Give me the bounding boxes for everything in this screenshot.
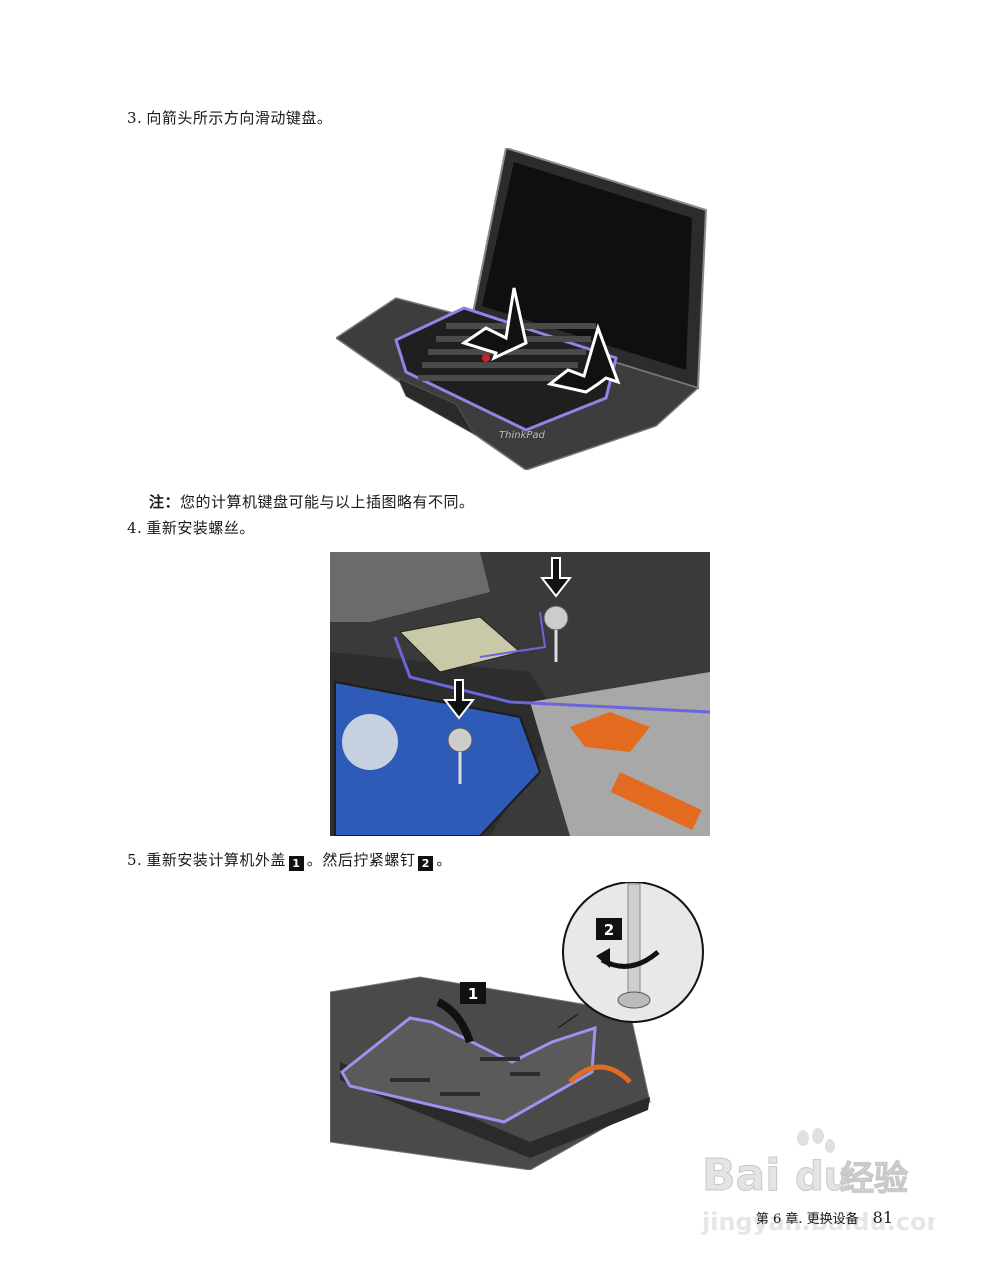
step-text: 向箭头所示方向滑动键盘。 <box>146 109 333 127</box>
baidu-logo: Bai du 经验 jingyan.baidu.com <box>701 1128 951 1236</box>
note-text: 您的计算机键盘可能与以上插图略有不同。 <box>180 493 475 511</box>
paw-icon <box>797 1128 835 1153</box>
step-text-c: 。 <box>436 851 452 869</box>
watermark-main: Bai <box>702 1150 780 1201</box>
baidu-watermark: Bai du 经验 jingyan.baidu.com <box>700 1128 951 1248</box>
figure-screw-install <box>330 552 710 836</box>
callout-1: 1 <box>468 985 478 1003</box>
watermark-url: jingyan.baidu.com <box>701 1208 935 1236</box>
figure-cover-install: 1 2 <box>330 882 704 1170</box>
step-text-b: 。然后拧紧螺钉 <box>306 851 416 869</box>
figure-laptop-keyboard: ThinkPad <box>336 148 708 470</box>
page-footer: 第 6 章. 更换设备 81 <box>756 1208 893 1227</box>
step-3: 3.向箭头所示方向滑动键盘。 <box>127 107 332 128</box>
watermark-brand: 经验 <box>840 1159 908 1199</box>
step-number: 3. <box>127 109 143 127</box>
callout-badge-1: 1 <box>288 856 304 871</box>
brand-logo: ThinkPad <box>499 430 546 441</box>
step-text-a: 重新安装计算机外盖 <box>146 851 286 869</box>
step-number: 4. <box>127 519 143 537</box>
page-number: 81 <box>872 1208 893 1227</box>
footer-chapter: 第 6 章. 更换设备 <box>755 1212 859 1227</box>
note-label: 注： <box>149 493 181 511</box>
step-text: 重新安装螺丝。 <box>146 519 255 537</box>
callout-2: 2 <box>604 921 614 939</box>
callout-badge-2: 2 <box>418 856 434 871</box>
step-4: 4.重新安装螺丝。 <box>127 517 255 538</box>
step-number: 5. <box>127 851 143 869</box>
watermark-paw: du <box>795 1154 852 1200</box>
note: 注：您的计算机键盘可能与以上插图略有不同。 <box>149 491 475 512</box>
